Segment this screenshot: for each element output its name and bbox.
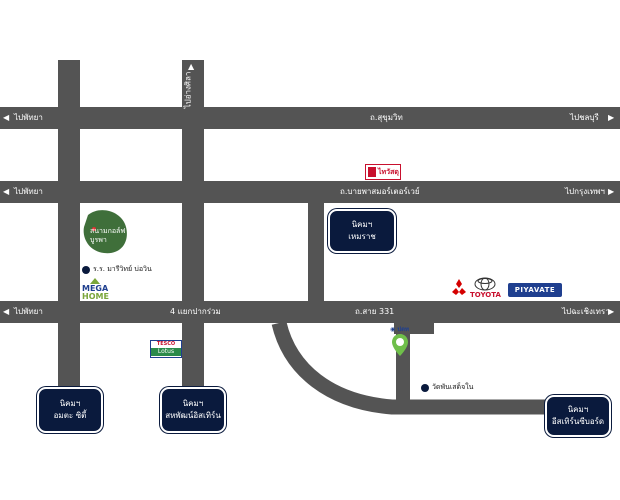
vertical-top-dest: ไปอ่างศิลา <box>183 71 193 109</box>
arrow-left-icon: ◀ <box>3 113 10 122</box>
piyavate-logo: PIYAVATE <box>508 283 562 297</box>
thaiwatsadu-label: ไทวัสดุ <box>378 167 399 176</box>
golf-course-icon <box>83 210 127 254</box>
bypass-name: ถ.บายพาสมอร์เตอร์เวย์ <box>340 187 420 196</box>
arrow-right-icon: ▶ <box>608 113 615 122</box>
megahome-label-bottom: HOME <box>82 292 109 301</box>
golf-course-label: สนามกอล์ฟ บูรพา <box>90 227 126 244</box>
project-es-line2: อีสเทิร์นซีบอร์ด <box>551 417 605 426</box>
tesco-label: TESCO <box>156 341 176 347</box>
location-pin-icon <box>392 334 408 356</box>
junction-name: 4 แยกปากร่วม <box>170 307 221 316</box>
sukhumvit-left-dest: ไปพัทยา <box>14 113 43 122</box>
project-sahapat-line1: นิคมฯ <box>182 399 204 408</box>
school-label: ร.ร. มารีวิทย์ บ่อวิน <box>93 265 152 273</box>
project-hemaraj-line1: นิคมฯ <box>351 220 373 229</box>
temple-marker <box>421 384 429 392</box>
temple-label: วัดพันเสด็จใน <box>432 383 474 391</box>
lotus-label: Lotus <box>151 348 181 356</box>
road331-left-dest: ไปพัทยา <box>14 307 43 316</box>
project-eastern-seaboard[interactable]: นิคมฯ อีสเทิร์นซีบอร์ด <box>545 395 611 437</box>
bypass-road <box>0 181 620 203</box>
bypass-left-dest: ไปพัทยา <box>14 187 43 196</box>
piyavate-label: PIYAVATE <box>514 286 556 294</box>
megahome-label-top: MEGA <box>82 284 109 293</box>
road-331 <box>0 301 620 323</box>
project-hemaraj[interactable]: นิคมฯ เหมราช <box>328 209 396 253</box>
project-sahapat-line2: สหพัฒน์อิสเทิร์น <box>165 411 221 420</box>
road331-right-dest: ไปฉะเชิงเทรา <box>562 307 610 316</box>
project-amata[interactable]: นิคมฯ อมตะ ซิตี้ <box>37 387 103 433</box>
mitsubishi-logo-icon <box>452 279 466 295</box>
vertical-road-middle <box>182 60 204 390</box>
megahome-house-icon <box>90 278 100 284</box>
vertical-road-left <box>58 60 80 390</box>
arrow-left-icon: ◀ <box>3 307 10 316</box>
project-amata-line1: นิคมฯ <box>59 399 81 408</box>
sukhumvit-right-dest: ไปชลบุรี <box>570 113 599 122</box>
arrow-up-icon: ▲ <box>188 62 195 71</box>
vertical-road-pinthong <box>308 203 324 303</box>
toyota-logo-icon <box>474 277 496 291</box>
road331-name: ถ.สาย 331 <box>355 307 395 316</box>
school-marker <box>82 266 90 274</box>
sukhumvit-road <box>0 107 620 129</box>
tesco-lotus-logo: TESCO Lotus <box>150 340 182 358</box>
bypass-right-dest: ไปกรุงเทพฯ <box>565 187 605 196</box>
project-amata-line2: อมตะ ซิตี้ <box>53 411 87 420</box>
toyota-label: TOYOTA <box>470 291 501 299</box>
project-es-line1: นิคมฯ <box>567 405 589 414</box>
arrow-right-icon: ▶ <box>608 187 615 196</box>
thaiwatsadu-house-icon <box>368 167 376 177</box>
project-sahapat[interactable]: นิคมฯ สหพัฒน์อิสเทิร์น <box>160 387 226 433</box>
arrow-right-icon: ▶ <box>608 307 615 316</box>
sukhumvit-name: ถ.สุขุมวิท <box>370 113 403 122</box>
project-hemaraj-line2: เหมราช <box>348 232 376 241</box>
ptt-logo-icon: ◉ ปตท <box>390 326 409 333</box>
arrow-left-icon: ◀ <box>3 187 10 196</box>
thaiwatsadu-logo: ไทวัสดุ <box>365 164 401 180</box>
